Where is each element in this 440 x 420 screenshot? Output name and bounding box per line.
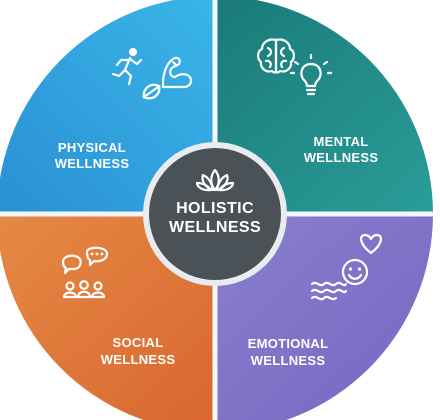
- lotus-icon: [195, 168, 235, 192]
- smiley-icon: [341, 258, 369, 286]
- label-mental-line2: WELLNESS: [304, 150, 379, 165]
- waves-icon: [310, 281, 348, 301]
- label-mental-line1: MENTAL: [314, 134, 369, 149]
- center-title-line1: HOLISTIC: [176, 200, 254, 217]
- label-social: SOCIAL WELLNESS: [101, 335, 176, 367]
- brain-icon: [257, 38, 295, 74]
- label-physical-line2: WELLNESS: [55, 156, 130, 171]
- label-emotional-line2: WELLNESS: [251, 353, 326, 368]
- emotional-icons: [310, 233, 382, 301]
- label-emotional-line1: EMOTIONAL: [248, 336, 329, 351]
- center-title-line2: WELLNESS: [169, 219, 261, 236]
- center-hub[interactable]: HOLISTIC WELLNESS: [143, 142, 287, 286]
- heart-icon: [360, 233, 382, 255]
- label-physical: PHYSICAL WELLNESS: [55, 140, 130, 171]
- mental-icons: [257, 38, 333, 96]
- label-mental: MENTAL WELLNESS: [304, 134, 379, 165]
- social-icons: [61, 246, 109, 299]
- leaf-icon: [142, 83, 161, 100]
- flexed-arm-icon: [161, 56, 193, 89]
- label-emotional: EMOTIONAL WELLNESS: [248, 336, 329, 368]
- lightbulb-icon: [289, 53, 333, 96]
- people-group-icon: [62, 280, 106, 299]
- label-physical-line1: PHYSICAL: [58, 140, 126, 155]
- speech-bubbles-icon: [61, 246, 109, 275]
- label-social-line1: SOCIAL: [113, 335, 164, 350]
- running-person-icon: [111, 48, 143, 86]
- label-social-line2: WELLNESS: [101, 352, 176, 367]
- physical-icons: [111, 48, 193, 100]
